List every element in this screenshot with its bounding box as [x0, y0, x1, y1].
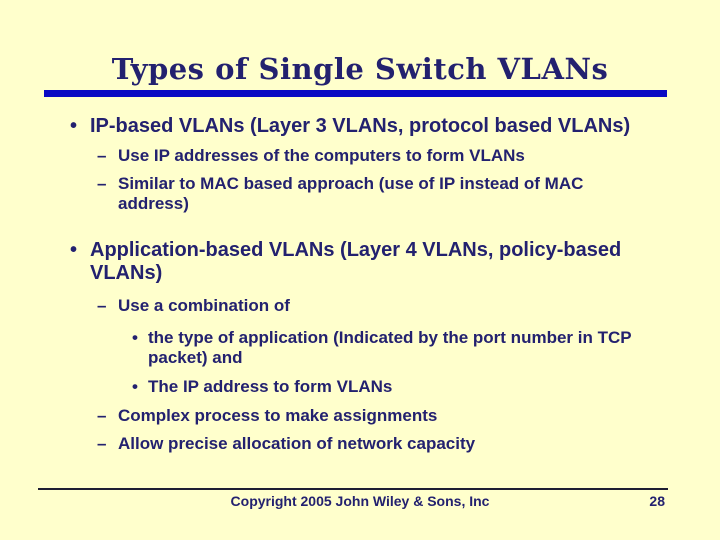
bullet-item: – Similar to MAC based approach (use of … — [97, 174, 630, 214]
footer-copyright: Copyright 2005 John Wiley & Sons, Inc — [230, 493, 490, 509]
bullet-item: • The IP address to form VLANs — [132, 377, 660, 397]
title-underline — [44, 90, 667, 97]
bullet-text: Similar to MAC based approach (use of IP… — [118, 174, 584, 213]
bullet-text: the type of application (Indicated by th… — [148, 328, 632, 367]
bullet-text: The IP address to form VLANs — [148, 377, 393, 396]
bullet-item: – Complex process to make assignments — [97, 406, 630, 426]
dash-marker: – — [97, 146, 107, 165]
bullet-text: Application-based VLANs (Layer 4 VLANs, … — [90, 239, 622, 284]
bullet-marker: • — [132, 328, 138, 347]
footer-divider — [38, 488, 668, 490]
page-number: 28 — [649, 493, 665, 509]
bullet-item: – Use a combination of — [97, 296, 630, 316]
bullet-text: Complex process to make assignments — [118, 406, 438, 425]
bullet-text: IP-based VLANs (Layer 3 VLANs, protocol … — [90, 115, 631, 137]
bullet-marker: • — [70, 239, 78, 261]
dash-marker: – — [97, 174, 107, 193]
bullet-marker: • — [70, 115, 78, 137]
bullet-item: – Use IP addresses of the computers to f… — [97, 146, 630, 166]
bullet-text: Use IP addresses of the computers to for… — [118, 146, 525, 165]
dash-marker: – — [97, 434, 107, 453]
dash-marker: – — [97, 406, 107, 425]
bullet-text: Use a combination of — [118, 296, 290, 315]
bullet-item: – Allow precise allocation of network ca… — [97, 434, 630, 454]
bullet-item: • Application-based VLANs (Layer 4 VLANs… — [70, 239, 646, 285]
dash-marker: – — [97, 296, 107, 315]
bullet-marker: • — [132, 377, 138, 396]
bullet-text: Allow precise allocation of network capa… — [118, 434, 476, 453]
bullet-item: • IP-based VLANs (Layer 3 VLANs, protoco… — [70, 115, 646, 138]
page-title: Types of Single Switch VLANs — [111, 52, 609, 86]
slide-body: • IP-based VLANs (Layer 3 VLANs, protoco… — [0, 108, 720, 454]
bullet-item: • the type of application (Indicated by … — [132, 328, 660, 368]
